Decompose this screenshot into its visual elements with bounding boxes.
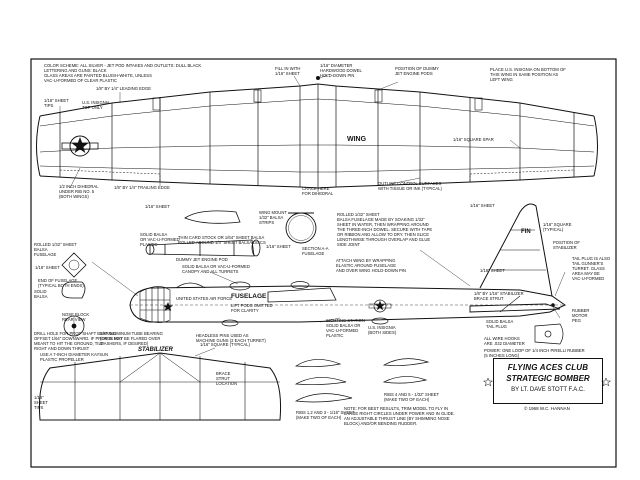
section-aa-label: SECTION A-A FUSELAGE [302,246,329,256]
nose-block-label: NOSE BLOCK REAR VIEW [62,312,90,322]
lift-pods-label: LIFT PODS OMITTED FOR CLARITY [231,303,273,313]
dowel-label: 1/16" DIAMETER HARDWOOD DOWEL HOLD-DOWN … [320,63,362,78]
nose-block-view [61,252,87,337]
tail-sheet-label: 1/16" SHEET [480,268,505,273]
jet-pod-drawing [145,210,261,257]
sheet-border [30,58,617,468]
headless-pins-label: HEADLESS PINS USED AS MACHINE GUNS (2 EA… [196,333,266,343]
us-insignia-wing [61,135,99,157]
stabilizer-planform [39,347,281,421]
rib-templates [294,358,430,403]
leading-edge-label: 1/8" BY 1/4" LEADING EDGE [96,86,152,91]
dummy-pod-label: DUMMY JET ENGINE POD [176,257,228,262]
nose-cone [139,286,171,323]
control-surfaces-label: OUTLINE CONTROL SURFACES WITH TISSUE OR … [378,181,442,191]
rolled-sheet-note: ROLLED 1/32" SHEET BALSA FUSELAGE MADE B… [337,212,433,247]
fuselage-sheet-label: 1/16" SHEET [35,265,60,270]
solid-balsa-nose-label: SOLID BALSA [34,289,48,299]
tail-plug [534,323,564,345]
trailing-edge-label: 1/8" BY 1/4" TRAILING EDGE [114,185,170,190]
title-star-left [482,377,494,387]
wing-title: WING [347,136,367,143]
solid-balsa-plug-label: SOLID BALSA TAIL PLUG [486,319,514,329]
brace-strut-label: 1/8" BY 1/16" STABILIZER BRACE STRUT [474,291,524,301]
usaf-star [163,302,173,311]
us-insignia-fuselage [368,299,392,313]
end-fuselage-label: END OF FUSELAGE (TYPICAL BOTH ENDS) [38,278,84,288]
insignia-bottom-label: PLACE U.S. INSIGNIA ON BOTTOM OF THIS WI… [490,67,566,82]
thin-card-label: THIN CARD STOCK OR 1/64" SHEET BALSA ROL… [178,235,266,245]
wire-hooks-label: ALL WIRE HOOKS ARE .032 DIAMETER [484,336,525,346]
fuselage-title: FUSELAGE [231,293,267,300]
propeller-note: USE A 7-INCH DIAMETER KAYSUN PLASTIC PRO… [40,352,109,362]
vertical-fin [479,203,553,297]
dihedral-label: 1/2 INCH DIHEDRAL UNDER RIB NO. 5 (BOTH … [59,184,99,199]
fuselage-leaders [91,249,566,323]
power-note: POWER: ONE LOOP OF 1/4 INCH PIRELLI RUBB… [484,348,585,358]
stab-tips-label: 1/16" SHEET TIPS [34,395,48,410]
aluminum-tube-label: 1/8" ALUMINUM TUBE BEARING (ENDS MAY BE … [100,331,163,346]
square-spar-label: 1/16" SQUARE SPAR [453,137,494,142]
rubber-peg-label: RUBBER MOTOR PEG [572,308,590,323]
stab-square-label: 1/16" SQUARE (TYPICAL) [200,342,250,347]
control-surface-outlines [59,169,575,181]
canopy-label: SOLID BALSA OR VAC-U-FORMED CANOPY AND A… [182,264,250,274]
solid-balsa-vac-label: SOLID BALSA OR VAC-U-FORMED PLASTIC [140,232,180,247]
attach-wing-label: ATTACH WING BY WRAPPING ELASTIC AROUND F… [336,258,407,273]
stabilizer-position-label: POSITION OF STABILIZER [553,240,580,250]
stabilizer-side [469,295,561,313]
canopy-turrets [175,281,389,327]
title-model: STRATEGIC BOMBER [506,374,590,383]
ribs-456-label: RIBS 4 AND 5 - 1/32" SHEET (MAKE TWO OF … [384,392,440,402]
ribs-123-label: RIBS 1,2 AND 3 - 1/16" SHEET (MAKE TWO O… [296,410,355,420]
brace-strut-location-label: BRACE STRUT LOCATION [216,371,238,386]
copyright: © 1968 W.C. HANNAN [524,406,570,411]
fuselage-section [285,212,317,244]
rolled-fuselage-label: ROLLED 1/32" SHEET BALSA FUSELAGE [34,242,77,257]
drill-hole-note: DRILL HOLE FOR PROP SHAFT BEARING OFFSET… [34,331,123,351]
fin-square-label: 1/16" SQUARE (TYPICAL) [543,222,572,232]
title-author: BY LT. DAVE STOTT F.A.C. [511,387,585,393]
fin-sheet-label: 1/16" SHEET [470,203,495,208]
jet-pods-position-label: POSITION OF DUMMY JET ENGINE PODS [395,66,439,76]
wing-ribs [59,84,575,188]
insignia-top-label: U.S. INSIGNIA TOP ONLY [82,100,110,110]
title-club: FLYING ACES CLUB [507,363,589,372]
wing-tips-label: 1/16" SHEET TIPS [44,98,69,108]
fin-title: FIN [521,229,531,235]
color-scheme-note: COLOR SCHEME: ALL SILVER - JET POD INTAK… [44,63,202,83]
fuselage-wing-stub [267,287,337,303]
pod-end-sheet-label: 1/16" SHEET [266,244,291,249]
title-block: FLYING ACES CLUB STRATEGIC BOMBER BY LT.… [493,358,603,404]
trim-note: NOTE: FOR BEST RESULTS, TRIM MODEL TO FL… [344,406,455,426]
tail-plug-note: TAIL PLUG IS ALSO TAIL GUNNER'S TURRET. … [572,256,611,281]
usaf-lettering: UNITED STATES AIR FORCE [176,296,233,301]
pod-sheet-label: 1/16" SHEET [145,204,170,209]
wing-mount-label: WING MOUNT 1/32" BALSA STRIPS [259,210,287,225]
crack-here-label: CRACK HERE FOR DIHEDRAL [302,186,334,196]
sighting-station-label: SIGHTING STATION SOLID BALSA OR VAC-U-FO… [326,318,365,338]
wing-leaders [59,73,521,192]
stabilizer-title: STABILIZER [138,347,173,353]
rubber-motor-peg [551,303,555,307]
insignia-both-sides-label: U.S. INSIGNIA (BOTH SIDES) [368,325,397,335]
hold-down-pin [316,76,320,80]
fill-in-label: FILL IN WITH 1/16" SHEET [275,66,301,76]
